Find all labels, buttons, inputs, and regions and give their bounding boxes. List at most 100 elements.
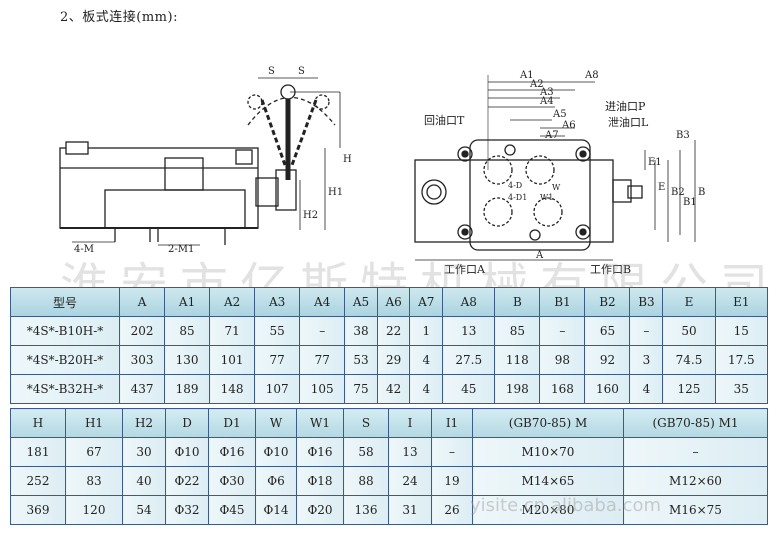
table-cell: Φ16 (208, 437, 256, 467)
table-cell: M20×80 (472, 495, 624, 525)
table-cell: M10×70 (472, 437, 624, 467)
table-cell: 35 (714, 374, 769, 404)
table-cell: – (431, 437, 473, 467)
table-cell: 202 (118, 316, 166, 346)
table-cell: 50 (662, 316, 716, 346)
table2-header: I1 (431, 408, 473, 438)
table-cell: 58 (343, 437, 389, 467)
table-cell: Φ20 (296, 495, 344, 525)
table-cell: – (623, 437, 768, 467)
table-cell: 17.5 (714, 345, 769, 375)
technical-drawings: S S H H1 H2 4-M 2-M1 (59, 66, 705, 276)
table-row: 181 67 30 Φ10 Φ16 Φ10 Φ16 58 13 – M10×70… (10, 437, 768, 467)
table2-header: D1 (208, 408, 256, 438)
table1-header: A1 (164, 287, 211, 317)
table2-header: (GB70-85) M1 (623, 408, 768, 438)
dim-e1: E1 (648, 157, 662, 168)
table-cell: 4 (629, 374, 664, 404)
table-cell: 125 (662, 374, 716, 404)
table1-header: 型号 (10, 287, 120, 317)
table2-header: D (165, 408, 209, 438)
top-view-drawing (414, 75, 696, 261)
table-row: *4S*-B32H-* 437 189 148 107 105 75 42 4 … (10, 374, 769, 404)
table-cell: 38 (344, 316, 378, 346)
table-cell: 85 (494, 316, 541, 346)
table-cell: 54 (122, 495, 166, 525)
dim-b2: B2 (671, 187, 685, 198)
dim-a8: A8 (584, 70, 599, 81)
table-cell: – (299, 316, 346, 346)
table-cell: 148 (209, 374, 256, 404)
table2-header: W (255, 408, 297, 438)
table-cell: 118 (494, 345, 541, 375)
table-cell: 252 (10, 466, 66, 496)
table-cell: M14×65 (472, 466, 624, 496)
side-view-drawing (59, 77, 341, 246)
table-cell: 40 (122, 466, 166, 496)
table-cell: 75 (344, 374, 378, 404)
dim-w: W (552, 183, 561, 192)
work-port-a-label: 工作口A (444, 263, 486, 276)
table1-header: A7 (409, 287, 444, 317)
inlet-port-label: 进油口P (605, 99, 646, 113)
table-cell: 13 (442, 316, 496, 346)
dim-e: E (658, 182, 665, 193)
table-cell: 369 (10, 495, 66, 525)
table-cell: Φ10 (255, 437, 297, 467)
table-cell: Φ32 (165, 495, 209, 525)
table-cell: 98 (539, 345, 586, 375)
dim-a5: A5 (552, 109, 567, 120)
table-cell: Φ18 (296, 466, 344, 496)
table2-header: I (388, 408, 432, 438)
dim-4d1: 4-D1 (508, 193, 527, 202)
table-cell: – (539, 316, 586, 346)
table-cell: 15 (714, 316, 769, 346)
table1-header: B2 (584, 287, 631, 317)
dim-4m: 4-M (74, 244, 94, 255)
table-cell: *4S*-B10H-* (10, 316, 120, 346)
table-cell: 3 (629, 345, 664, 375)
dim-4d: 4-D (508, 181, 522, 190)
table-cell: M16×75 (623, 495, 768, 525)
table1-header: A5 (344, 287, 378, 317)
table-cell: Φ30 (208, 466, 256, 496)
dim-h1: H1 (328, 187, 343, 198)
table-cell: Φ10 (165, 437, 209, 467)
section-heading: 2、板式连接(mm): (60, 10, 178, 25)
table-cell: 65 (584, 316, 631, 346)
dim-h: H (343, 154, 352, 165)
table-cell: 77 (254, 345, 301, 375)
dim-s-right: S (298, 66, 305, 77)
table-cell: 101 (209, 345, 256, 375)
table-cell: 27.5 (442, 345, 496, 375)
table-cell: 13 (388, 437, 432, 467)
dim-b3: B3 (676, 130, 690, 141)
dim-h2: H2 (303, 210, 318, 221)
table-cell: 181 (10, 437, 66, 467)
table1-header: A4 (299, 287, 346, 317)
dimension-table-2: H H1 H2 D D1 W W1 S I I1 (GB70-85) M (GB… (10, 408, 768, 525)
table1-header: B3 (629, 287, 664, 317)
table-cell: 437 (118, 374, 166, 404)
table-cell: 71 (209, 316, 256, 346)
return-port-label: 回油口T (424, 113, 465, 127)
table-row: *4S*-B10H-* 202 85 71 55 – 38 22 1 13 85… (10, 316, 769, 346)
table1-header: A6 (376, 287, 411, 317)
table-cell: 120 (65, 495, 123, 525)
drain-port-label: 泄油口L (608, 115, 649, 129)
table-cell: Φ22 (165, 466, 209, 496)
dim-2m1: 2-M1 (168, 244, 194, 255)
dim-w1: W1 (540, 193, 553, 202)
table-cell: 45 (442, 374, 496, 404)
table1-header: A2 (209, 287, 256, 317)
dim-a7: A7 (544, 130, 559, 141)
table1-header: A (118, 287, 166, 317)
table-cell: *4S*-B32H-* (10, 374, 120, 404)
table-cell: 53 (344, 345, 378, 375)
table-cell: 22 (376, 316, 411, 346)
table1-header-row: 型号 A A1 A2 A3 A4 A5 A6 A7 A8 B B1 B2 B3 … (10, 287, 769, 317)
table-cell: 92 (584, 345, 631, 375)
table2-header: W1 (296, 408, 344, 438)
table2-header: H2 (122, 408, 166, 438)
table-cell: 19 (431, 466, 473, 496)
